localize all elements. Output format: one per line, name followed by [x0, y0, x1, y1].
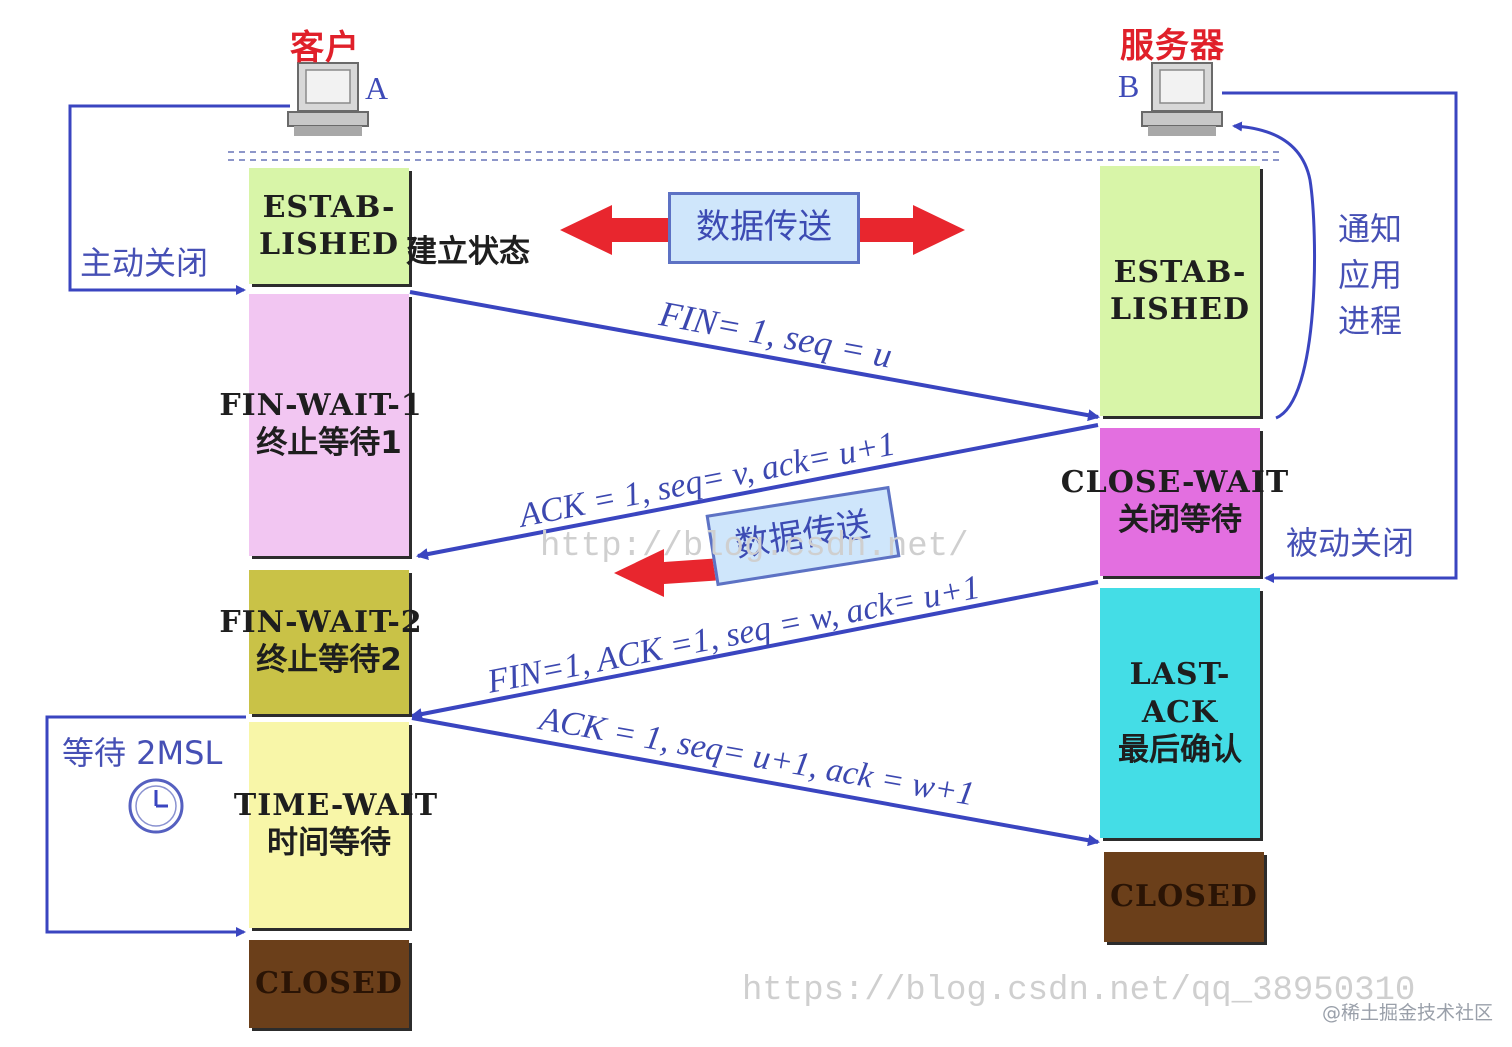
server-last-ack-cn: 最后确认 [1118, 732, 1242, 769]
watermark-mid: http://blog.csdn.net/ [540, 528, 969, 566]
notify-app-arrow [1232, 121, 1316, 420]
client-state-fin-wait-2: FIN-WAIT-2 终止等待2 [219, 570, 422, 714]
server-close-wait-cn: 关闭等待 [1118, 502, 1242, 539]
server-established-en2: LISHED [1109, 292, 1251, 327]
client-established-en2: LISHED [258, 227, 400, 262]
client-state-closed: CLOSED [249, 940, 409, 1028]
client-state-fin-wait-1: FIN-WAIT-1 终止等待1 [219, 294, 422, 556]
server-state-closed: CLOSED [1104, 852, 1264, 942]
server-computer-icon [1141, 62, 1223, 136]
client-time-wait-cn: 时间等待 [267, 825, 391, 862]
server-state-established: ESTAB- LISHED [1100, 166, 1260, 416]
passive-close-label: 被动关闭 [1286, 524, 1415, 562]
client-fin-wait-2-cn: 终止等待2 [256, 642, 402, 679]
final-ack-arrow-client-to-server [411, 716, 1100, 847]
data-transfer-left-arrow [614, 549, 724, 597]
data-transfer-double-arrow [560, 205, 965, 255]
fin-arrow-client-to-server [409, 290, 1100, 422]
footer-watermark: @稀土掘金技术社区 [1322, 1002, 1494, 1024]
fin-ack-arrow-server-to-client [410, 580, 1099, 720]
active-close-label: 主动关闭 [80, 244, 209, 282]
wait-2msl-arrow [45, 715, 246, 937]
watermark-bottom: https://blog.csdn.net/qq_38950310 [742, 972, 1416, 1010]
client-letter: A [365, 70, 389, 106]
client-established-cn: 建立状态 [406, 234, 530, 270]
client-time-wait-en: TIME-WAIT [233, 787, 439, 823]
server-letter: B [1118, 68, 1140, 104]
server-state-close-wait: CLOSE-WAIT 关闭等待 [1061, 428, 1288, 576]
client-closed-en: CLOSED [255, 966, 403, 1002]
client-fin-wait-1-cn: 终止等待1 [256, 425, 402, 462]
notify-app-label-1: 通知 [1338, 210, 1403, 248]
client-fin-wait-1-en: FIN-WAIT-1 [219, 387, 423, 423]
server-last-ack-en: LAST-ACK [1129, 657, 1231, 730]
client-fin-wait-2-en: FIN-WAIT-2 [219, 604, 423, 640]
clock-icon [128, 778, 184, 834]
client-computer-icon [287, 62, 369, 136]
client-title: 客户 [290, 28, 360, 68]
ack-arrow-server-to-client [416, 423, 1099, 560]
data-transfer-box-1: 数据传送 [668, 192, 860, 264]
client-state-established: ESTAB- LISHED [249, 168, 409, 284]
client-state-time-wait: TIME-WAIT 时间等待 [234, 722, 437, 928]
notify-app-label-3: 进程 [1338, 302, 1403, 340]
server-close-wait-en: CLOSE-WAIT [1060, 464, 1290, 500]
client-established-en1: ESTAB- [262, 189, 396, 225]
server-title: 服务器 [1120, 26, 1225, 66]
server-established-en1: ESTAB- [1113, 254, 1247, 290]
passive-close-arrow [1222, 91, 1458, 583]
server-closed-en: CLOSED [1110, 879, 1258, 915]
notify-app-label-2: 应用 [1338, 256, 1403, 294]
active-close-arrow [68, 104, 290, 295]
wait-2msl-label: 等待 2MSL [62, 734, 223, 772]
server-state-last-ack: LAST-ACK 最后确认 [1100, 588, 1260, 838]
